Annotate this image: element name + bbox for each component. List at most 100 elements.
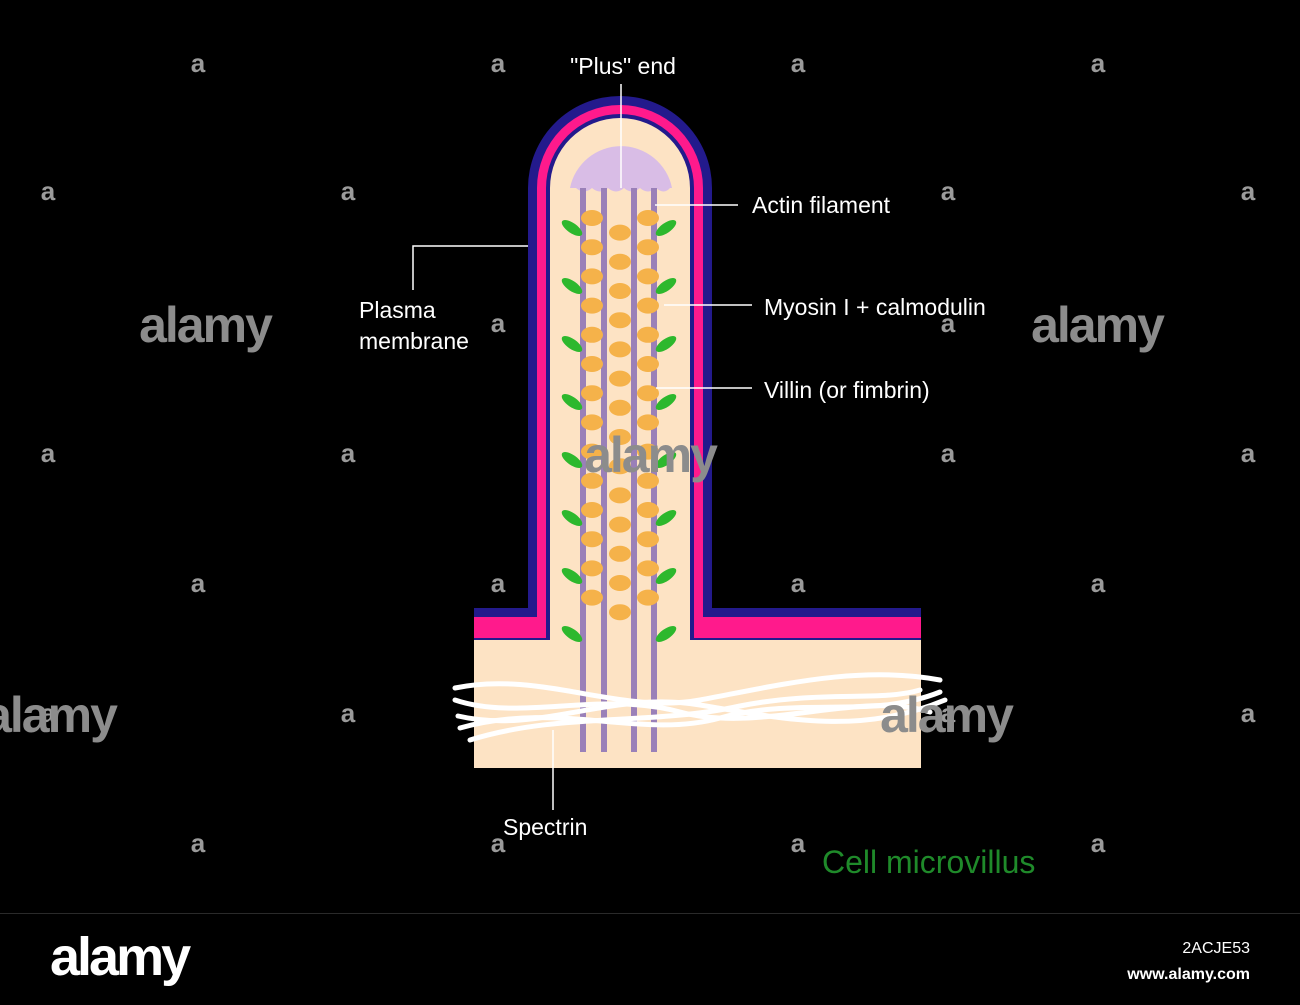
- villin-dot: [581, 268, 603, 285]
- villin-dot: [581, 443, 603, 460]
- myosin-leaf: [561, 219, 583, 237]
- villin-dot: [609, 604, 631, 621]
- watermark-small: a: [191, 48, 206, 78]
- villin-dot: [637, 502, 659, 518]
- villin-dot: [609, 575, 631, 591]
- footer-url[interactable]: www.alamy.com: [1127, 966, 1250, 983]
- myosin-molecules: [561, 219, 677, 643]
- footer-logo: alamy: [50, 927, 191, 987]
- label-plus-end: "Plus" end: [570, 53, 676, 79]
- watermark-small: a: [491, 828, 506, 858]
- villin-dot: [637, 472, 659, 489]
- watermark-small: a: [341, 698, 356, 728]
- villin-dot: [609, 487, 631, 504]
- watermark-small: a: [791, 568, 806, 598]
- myosin-leaf: [655, 219, 677, 237]
- villin-dot: [581, 560, 603, 577]
- villin-dot: [581, 356, 603, 372]
- watermark-large: alamy: [584, 427, 718, 483]
- watermark-small: a: [41, 698, 56, 728]
- myosin-leaf: [655, 567, 677, 585]
- label-plasma-membrane-1: Plasma: [359, 297, 436, 323]
- watermark-small: a: [1091, 828, 1106, 858]
- watermark-small: a: [41, 176, 56, 206]
- villin-dot: [609, 341, 631, 358]
- label-spectrin: Spectrin: [503, 814, 587, 840]
- watermark-small: a: [941, 308, 956, 338]
- watermark-small: a: [791, 828, 806, 858]
- watermark-small: a: [941, 176, 956, 206]
- label-plasma-membrane-2: membrane: [359, 328, 469, 354]
- villin-dot: [581, 239, 603, 256]
- villin-dot: [609, 545, 631, 562]
- label-actin-filament: Actin filament: [752, 192, 891, 218]
- villin-dot: [637, 443, 659, 460]
- villin-dot: [637, 326, 659, 343]
- label-villin: Villin (or fimbrin): [764, 377, 930, 403]
- villin-dot: [637, 356, 659, 372]
- villin-dot: [581, 589, 603, 606]
- villin-dot: [637, 385, 659, 402]
- watermark-large: alamy: [139, 297, 273, 353]
- villin-dot: [637, 210, 659, 226]
- watermark-small: a: [491, 568, 506, 598]
- villin-dot: [637, 239, 659, 256]
- villin-dot: [609, 312, 631, 329]
- watermark-small: a: [1241, 698, 1256, 728]
- watermark-small: a: [191, 828, 206, 858]
- villin-dot: [637, 268, 659, 285]
- watermark-small: a: [1241, 176, 1256, 206]
- myosin-leaf: [561, 335, 583, 353]
- watermark-small: a: [341, 438, 356, 468]
- watermark-small: a: [491, 308, 506, 338]
- myosin-leaf: [561, 567, 583, 585]
- villin-dot: [581, 531, 603, 548]
- watermark-small: a: [791, 48, 806, 78]
- myosin-leaf: [655, 625, 677, 643]
- villin-dot: [609, 253, 631, 270]
- villin-dot: [637, 531, 659, 548]
- watermark-small: a: [941, 438, 956, 468]
- myosin-leaf: [561, 451, 583, 469]
- myosin-leaf: [561, 277, 583, 295]
- villin-dot: [637, 560, 659, 577]
- watermark-small: a: [1091, 48, 1106, 78]
- watermark-small: a: [191, 568, 206, 598]
- myosin-leaf: [561, 509, 583, 527]
- myosin-leaf: [655, 335, 677, 353]
- myosin-leaf: [561, 393, 583, 411]
- myosin-leaf: [655, 277, 677, 295]
- villin-dot: [609, 370, 631, 387]
- watermark-small: a: [941, 698, 956, 728]
- villin-dot: [609, 516, 631, 533]
- footer-info: 2ACJE53 www.alamy.com: [1127, 936, 1250, 988]
- myosin-leaf: [561, 625, 583, 643]
- villin-dot: [637, 297, 659, 314]
- footer-bar: alamy 2ACJE53 www.alamy.com: [0, 913, 1300, 1005]
- villin-dot: [637, 589, 659, 606]
- watermark-large: alamy: [0, 687, 118, 743]
- myosin-leaf: [655, 451, 677, 469]
- watermark-large: alamy: [1031, 297, 1165, 353]
- watermark-small: a: [1091, 568, 1106, 598]
- villin-dot: [609, 283, 631, 299]
- myosin-leaf: [655, 393, 677, 411]
- villin-dot: [581, 385, 603, 402]
- villin-dot: [581, 326, 603, 343]
- villin-dot: [581, 297, 603, 314]
- villin-dot: [637, 414, 659, 431]
- watermark-small: a: [1241, 438, 1256, 468]
- villin-dot: [581, 502, 603, 518]
- watermark-large: alamy: [880, 687, 1014, 743]
- villin-dot: [581, 210, 603, 226]
- villin-dot: [609, 458, 631, 475]
- villin-dot: [609, 399, 631, 416]
- villin-dot: [609, 429, 631, 445]
- image-id: 2ACJE53: [1182, 940, 1250, 957]
- watermark-small: a: [341, 176, 356, 206]
- myosin-leaf: [655, 509, 677, 527]
- villin-dot: [609, 224, 631, 241]
- villin-dot: [581, 414, 603, 431]
